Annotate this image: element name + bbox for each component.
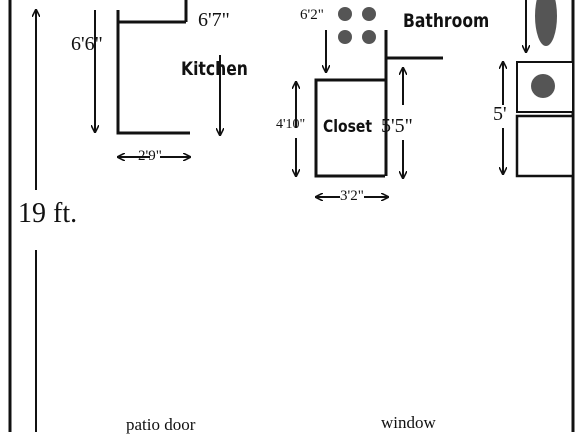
- kitchen-arrows: [95, 10, 220, 157]
- closet-label: Closet: [323, 117, 373, 137]
- bath-small-dimension-label: 6'2": [300, 7, 324, 23]
- overall-height-label: 19 ft.: [18, 198, 78, 229]
- bath-fixtures: [503, 0, 575, 178]
- stove-burners: [338, 7, 376, 44]
- kitchen-height-left-label: 6'6": [71, 33, 103, 55]
- closet-width-label: 3'2": [340, 188, 364, 204]
- tub-length-label: 5': [493, 103, 507, 125]
- closet-height-right-label: 5'5": [381, 115, 413, 137]
- patio-door-label: patio door: [126, 415, 196, 434]
- window-label: window: [381, 413, 436, 432]
- kitchen-width-label: 2'9": [138, 148, 162, 164]
- closet-arrows: [296, 30, 403, 197]
- bathroom-label: Bathroom: [403, 10, 490, 32]
- kitchen-label: Kitchen: [181, 58, 248, 80]
- closet-walls: [314, 30, 443, 178]
- kitchen-height-right-label: 6'7": [198, 9, 230, 31]
- closet-height-left-label: 4'10": [276, 117, 306, 132]
- kitchen-walls: [116, 0, 190, 135]
